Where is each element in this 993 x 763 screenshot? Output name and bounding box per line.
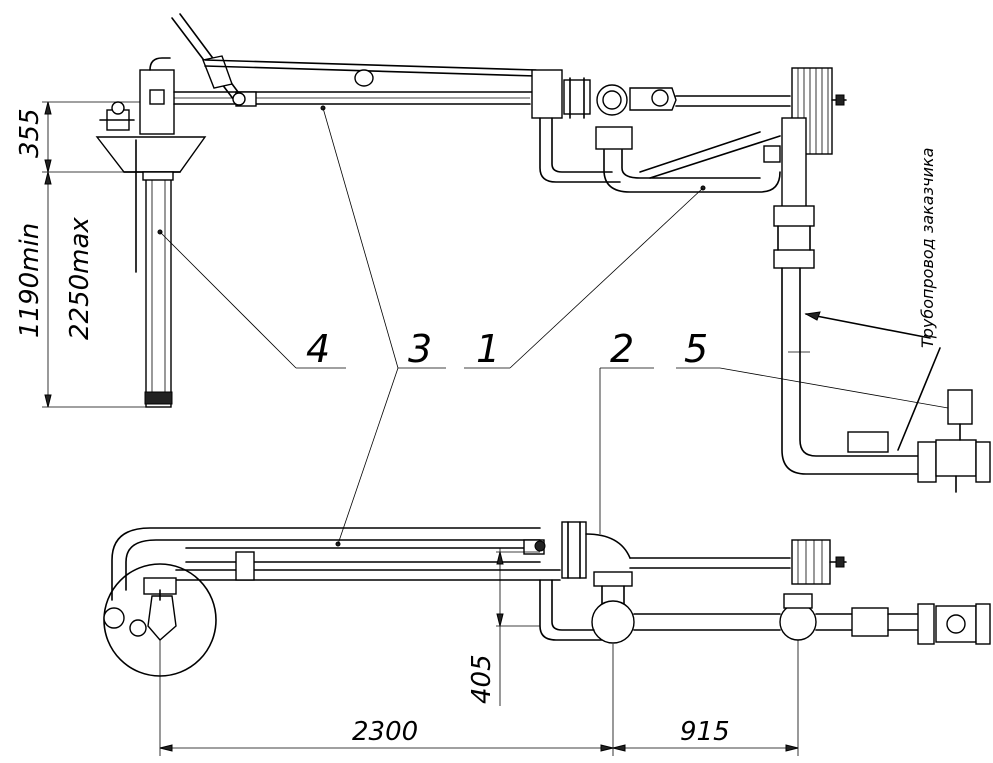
top-elevation-view: Трубопровод заказчика: [95, 13, 991, 493]
dim-405: 405: [467, 654, 497, 704]
callout-4: 4: [306, 327, 330, 371]
upper-boom: [173, 91, 539, 111]
plan-boom: [111, 527, 561, 601]
plan-view: [103, 521, 991, 677]
plan-swivel: [523, 521, 791, 644]
customer-pipeline-label: Трубопровод заказчика: [918, 148, 937, 348]
dim-355: 355: [15, 108, 45, 158]
callout-5: 5: [684, 327, 708, 371]
dim-1190-min: 1190min: [15, 223, 45, 338]
top-left-valve: [99, 57, 175, 135]
dim-2250-max: 2250max: [65, 217, 95, 340]
callout-2: 2: [610, 327, 634, 371]
counterweight-plan: [791, 539, 847, 585]
plan-outlet: [633, 593, 991, 645]
bottom-right-valve: [847, 389, 991, 493]
lower-arm-pipe: [539, 117, 781, 193]
dimension-lines: [42, 101, 799, 756]
right-riser: [773, 117, 921, 475]
loading-cone: [95, 136, 207, 181]
callout-leaders: [159, 107, 949, 545]
callout-1: 1: [476, 327, 500, 371]
callout-3: 3: [408, 327, 432, 371]
dim-915: 915: [680, 717, 730, 747]
customer-pipeline-note: Трубопровод заказчика: [804, 148, 941, 451]
plan-base: [103, 563, 217, 677]
swivel-joint-upper: [531, 69, 791, 119]
dim-2300: 2300: [352, 717, 418, 747]
lever-arm: [171, 13, 537, 106]
drop-tube: [144, 174, 173, 408]
